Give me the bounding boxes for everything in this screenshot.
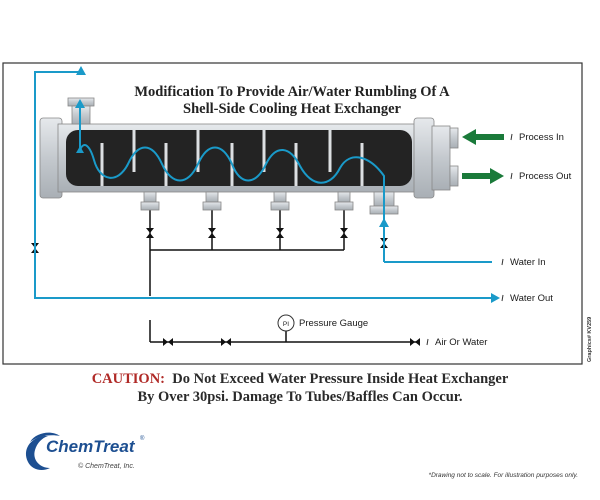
caution-text-2: By Over 30psi. Damage To Tubes/Baffles C…: [137, 389, 463, 405]
label-water-out: Water Out: [510, 293, 553, 304]
valve-nozzle-2: [208, 228, 216, 238]
label-ticks: [426, 133, 513, 346]
valve-nozzle-1: [146, 228, 154, 238]
valve-symbols: [31, 228, 420, 346]
caution-text-1: Do Not Exceed Water Pressure Inside Heat…: [172, 371, 509, 387]
chemtreat-logo-mark: [25, 432, 60, 470]
chemtreat-logo-name: ChemTreat: [46, 437, 135, 456]
label-air-or-water: Air Or Water: [435, 337, 487, 348]
tube-bundle: [66, 130, 412, 186]
cooling-water-flow: [34, 71, 492, 299]
valve-air-line-2: [221, 338, 231, 346]
caution-line-2: By Over 30psi. Damage To Tubes/Baffles C…: [0, 389, 600, 406]
pressure-gauge: PI: [277, 314, 295, 332]
valve-nozzle-3: [276, 228, 284, 238]
drawing-frame: [2, 62, 583, 365]
diagram-title-line1: Modification To Provide Air/Water Rumbli…: [134, 84, 450, 100]
label-water-in: Water In: [510, 257, 546, 268]
caution-line-1: CAUTION: Do Not Exceed Water Pressure In…: [0, 371, 600, 388]
valve-nozzle-4: [340, 228, 348, 238]
chemtreat-logo-trademark: ®: [140, 436, 145, 442]
valve-air-line-1: [163, 338, 173, 346]
process-arrows: [462, 129, 504, 184]
valve-manifold: [149, 210, 420, 343]
label-process-in: Process In: [519, 132, 564, 143]
flow-arrowheads: [75, 66, 500, 303]
label-pressure-gauge: Pressure Gauge: [299, 318, 368, 329]
diagram-title-line2: Shell-Side Cooling Heat Exchanger: [183, 101, 401, 117]
gauge-symbol: PI: [283, 321, 289, 328]
label-process-out: Process Out: [519, 171, 572, 182]
caution-label: CAUTION:: [91, 371, 166, 387]
valve-air-line-3: [410, 338, 420, 346]
drawing-footnote: *Drawing not to scale. For illustration …: [428, 472, 578, 479]
copyright-notice: © ChemTreat, Inc.: [78, 463, 135, 470]
graphic-credit: Graphics# KV259: [587, 317, 593, 362]
baffles: [100, 130, 364, 186]
